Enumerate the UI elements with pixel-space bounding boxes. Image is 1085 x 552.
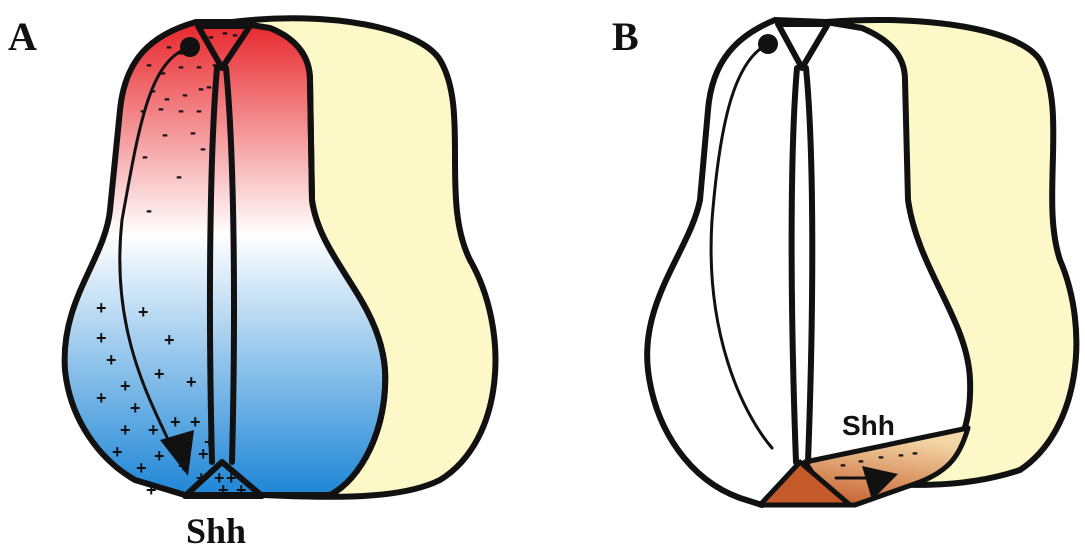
minusA-sign: - xyxy=(142,146,148,166)
plusA-sign: + xyxy=(106,350,117,370)
plusA-sign: + xyxy=(236,480,247,500)
minusB-sign: - xyxy=(878,446,884,466)
panel-a-shh-label: Shh xyxy=(186,511,246,551)
panel-a-letter: A xyxy=(8,14,37,59)
plusA-sign: + xyxy=(96,328,107,348)
plusA-sign: + xyxy=(146,480,157,500)
minusB-sign: - xyxy=(858,450,864,470)
minusA-sign: - xyxy=(198,78,204,98)
plusA-sign: + xyxy=(120,420,131,440)
minusA-sign: - xyxy=(196,56,202,76)
plusA-sign: + xyxy=(138,302,149,322)
minusA-sign: - xyxy=(178,100,184,120)
plusA-sign: + xyxy=(178,456,189,476)
minusB-sign: - xyxy=(912,442,918,462)
panel-b-shh-label: Shh xyxy=(842,410,895,441)
minusA-sign: - xyxy=(146,200,152,220)
plusA-sign: + xyxy=(154,446,165,466)
minusA-sign: - xyxy=(164,88,170,108)
plusA-sign: + xyxy=(218,480,229,500)
minusA-sign: - xyxy=(222,22,228,42)
minusA-sign: - xyxy=(208,26,214,46)
minusA-sign: - xyxy=(150,80,156,100)
minusA-sign: - xyxy=(140,100,146,120)
plusA-sign: + xyxy=(148,420,159,440)
plusA-sign: + xyxy=(96,388,107,408)
minusA-sign: - xyxy=(166,36,172,56)
minusA-sign: - xyxy=(206,76,212,96)
plusA-sign: + xyxy=(136,458,147,478)
minusA-sign: - xyxy=(212,54,218,74)
minusA-sign: - xyxy=(190,122,196,142)
plusA-sign: + xyxy=(112,442,123,462)
minusA-sign: - xyxy=(146,54,152,74)
minusA-sign: - xyxy=(162,124,168,144)
plusA-sign: + xyxy=(190,412,201,432)
minusA-sign: - xyxy=(158,98,164,118)
plusA-sign: + xyxy=(154,364,165,384)
panel-b-letter: B xyxy=(612,14,639,59)
minusA-sign: - xyxy=(176,166,182,186)
plusA-sign: + xyxy=(204,432,215,452)
plusA-sign: + xyxy=(186,372,197,392)
minusA-sign: - xyxy=(200,138,206,158)
plusA-sign: + xyxy=(170,412,181,432)
plusA-sign: + xyxy=(164,330,175,350)
plusA-sign: + xyxy=(120,376,131,396)
minusA-sign: - xyxy=(232,24,238,44)
plusA-sign: + xyxy=(196,468,207,488)
panel-b: B ----- Shh xyxy=(612,14,1076,505)
minusA-sign: - xyxy=(160,62,166,82)
panel-a: A ------------------------- ++++++++++++… xyxy=(8,14,495,551)
plusA-sign: + xyxy=(130,398,141,418)
minusA-sign: - xyxy=(178,56,184,76)
minusB-sign: - xyxy=(840,454,846,474)
plusA-sign: + xyxy=(96,298,107,318)
minusA-sign: - xyxy=(196,100,202,120)
minusB-sign: - xyxy=(898,444,904,464)
